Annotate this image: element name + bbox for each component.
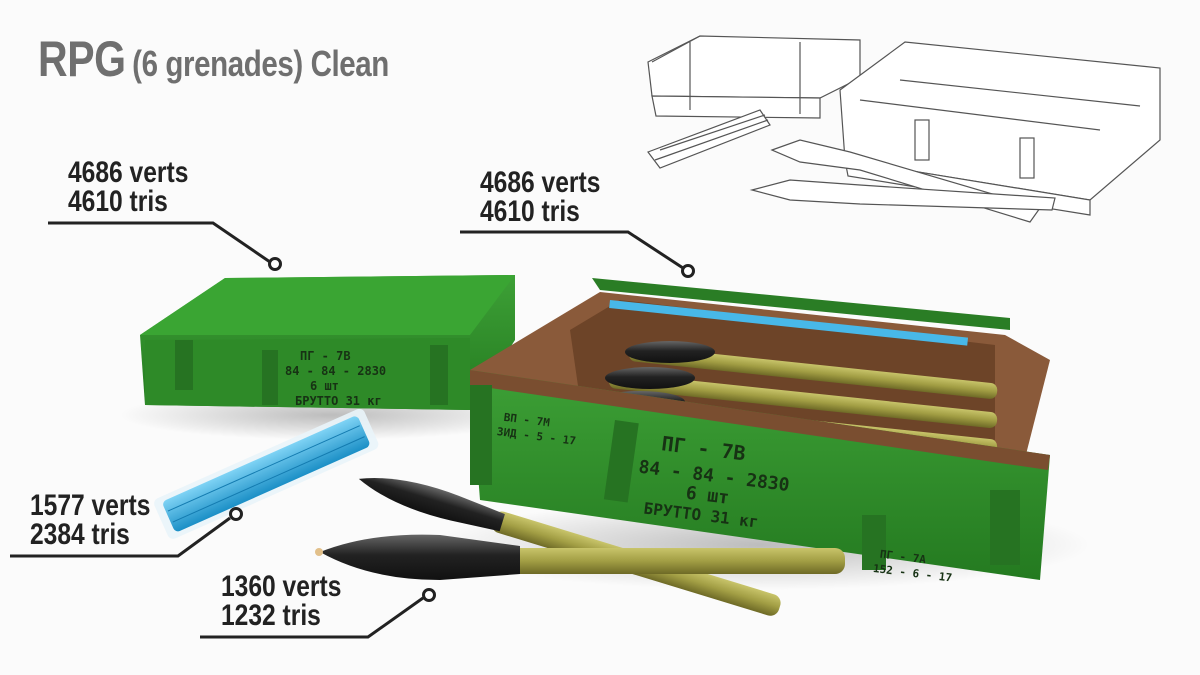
- svg-text:6 шт: 6 шт: [685, 483, 731, 509]
- wireframe-preview: [647, 35, 1161, 223]
- svg-text:6 шт: 6 шт: [310, 379, 339, 393]
- tris-count: 1232 tris: [221, 599, 321, 632]
- verts-count: 4686 verts: [68, 156, 189, 189]
- verts-count: 4686 verts: [480, 166, 601, 199]
- tris-count: 2384 tris: [30, 518, 130, 551]
- callout-charge-pack: 1577 verts 2384 tris: [30, 489, 151, 551]
- callout-open-crate: 4686 verts 4610 tris: [480, 166, 601, 228]
- verts-count: 1577 verts: [30, 489, 151, 522]
- svg-text:БРУТТО 31 кг: БРУТТО 31 кг: [295, 394, 382, 408]
- callout-grenade: 1360 verts 1232 tris: [221, 570, 342, 632]
- loose-grenade-2: [315, 534, 845, 580]
- svg-text:ПГ - 7В: ПГ - 7В: [300, 349, 351, 363]
- title-main: RPG: [38, 31, 126, 87]
- closed-crate: ПГ - 7В 84 - 84 - 2830 6 шт БРУТТО 31 кг: [140, 275, 515, 410]
- callout-lines: [10, 221, 695, 639]
- svg-text:ВП - 7М: ВП - 7М: [503, 411, 551, 430]
- open-crate: ПГ - 7В 84 - 84 - 2830 6 шт БРУТТО 31 кг…: [470, 278, 1050, 585]
- svg-text:84 - 84 - 2830: 84 - 84 - 2830: [285, 364, 386, 378]
- page-title: RPG(6 grenades) Clean: [38, 30, 389, 88]
- svg-text:ПГ - 7А: ПГ - 7А: [879, 548, 927, 567]
- verts-count: 1360 verts: [221, 570, 342, 603]
- charge-pack: [154, 408, 379, 539]
- callout-closed-crate: 4686 verts 4610 tris: [68, 156, 189, 218]
- tris-count: 4610 tris: [480, 195, 580, 228]
- tris-count: 4610 tris: [68, 185, 168, 218]
- title-sub: (6 grenades) Clean: [132, 43, 389, 84]
